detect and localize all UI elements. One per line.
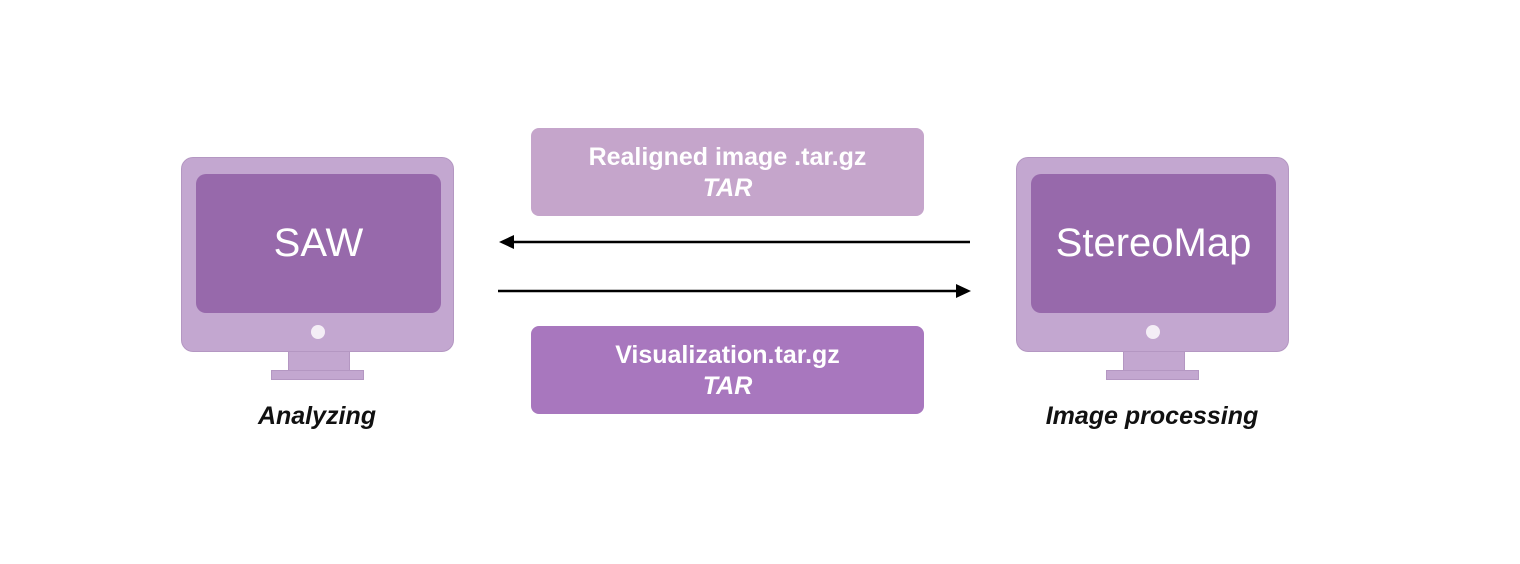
stereomap-computer: StereoMap [1016,157,1289,380]
power-button-icon [1146,325,1160,339]
monitor-screen: StereoMap [1031,174,1276,313]
saw-label: SAW [273,221,364,265]
monitor-base [271,370,364,380]
monitor-stand [1123,352,1185,370]
visualization-title: Visualization.tar.gz [615,341,840,369]
saw-caption: Analyzing [257,402,377,430]
monitor-screen: SAW [196,174,441,313]
stereomap-label: StereoMap [1055,221,1252,265]
stereomap-caption: Image processing [1045,402,1259,430]
arrow-left [499,235,970,249]
monitor-stand [288,352,350,370]
saw-computer: SAW [181,157,454,380]
monitor-frame: StereoMap [1016,157,1289,352]
visualization-format: TAR [702,372,753,400]
realigned-image-box: Realigned image .tar.gz TAR [531,128,924,216]
visualization-box: Visualization.tar.gz TAR [531,326,924,414]
realigned-image-title: Realigned image .tar.gz [588,143,867,171]
realigned-image-format: TAR [702,174,753,202]
power-button-icon [311,325,325,339]
arrow-right [498,284,971,298]
monitor-frame: SAW [181,157,454,352]
monitor-base [1106,370,1199,380]
